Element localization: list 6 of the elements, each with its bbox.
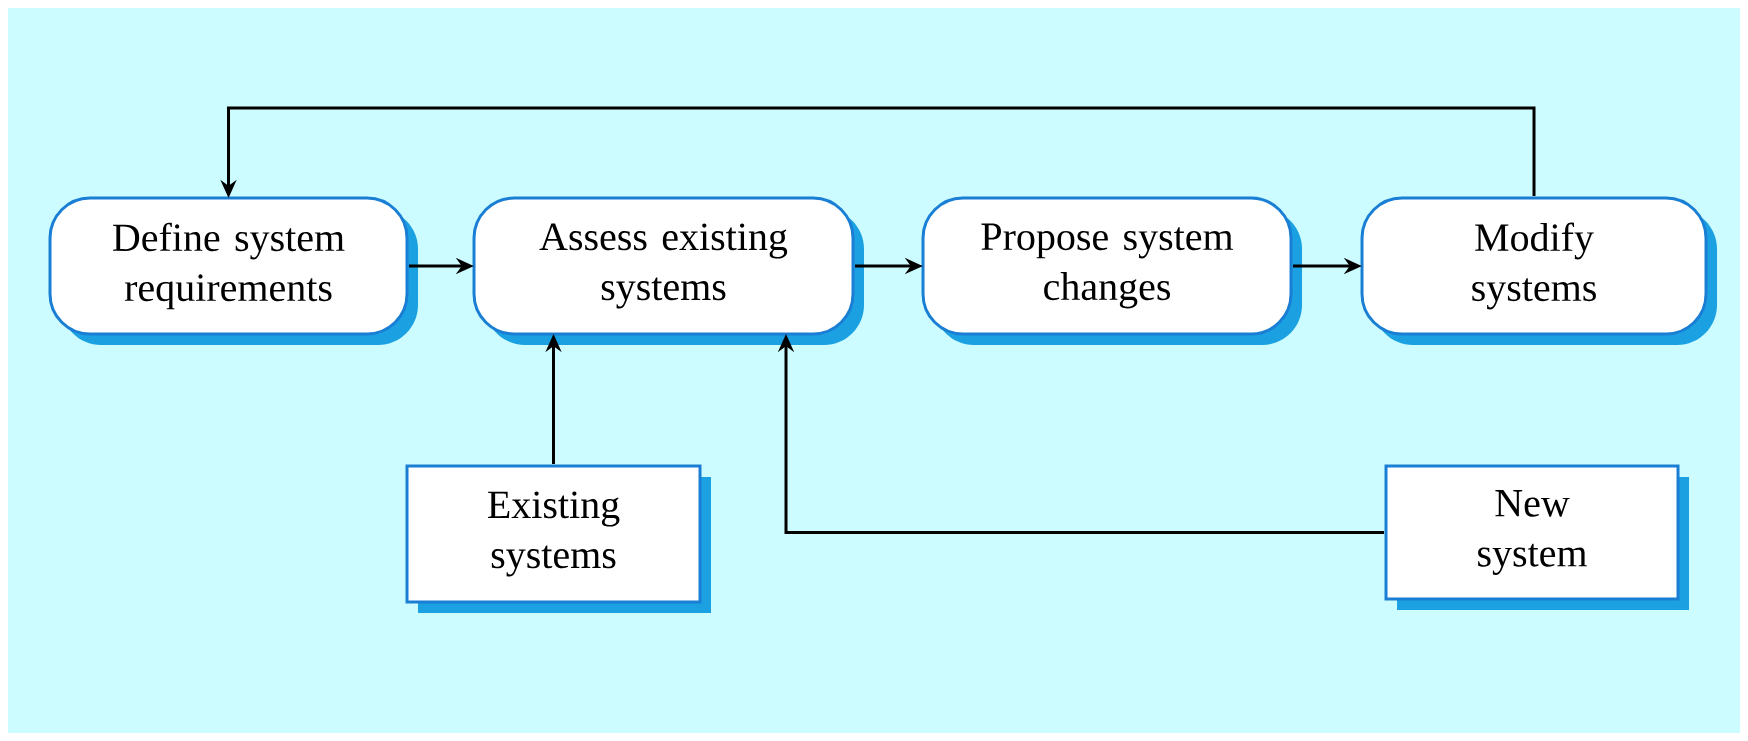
process-box: Existing systems [405,464,711,613]
process-terminal: Propose system changes [921,196,1302,345]
process-terminal: Modify systems [1360,196,1717,345]
process-terminal: Assess existing systems [472,196,864,345]
process-terminal: Define system requirements [48,196,418,345]
process-box: New system [1384,464,1689,610]
